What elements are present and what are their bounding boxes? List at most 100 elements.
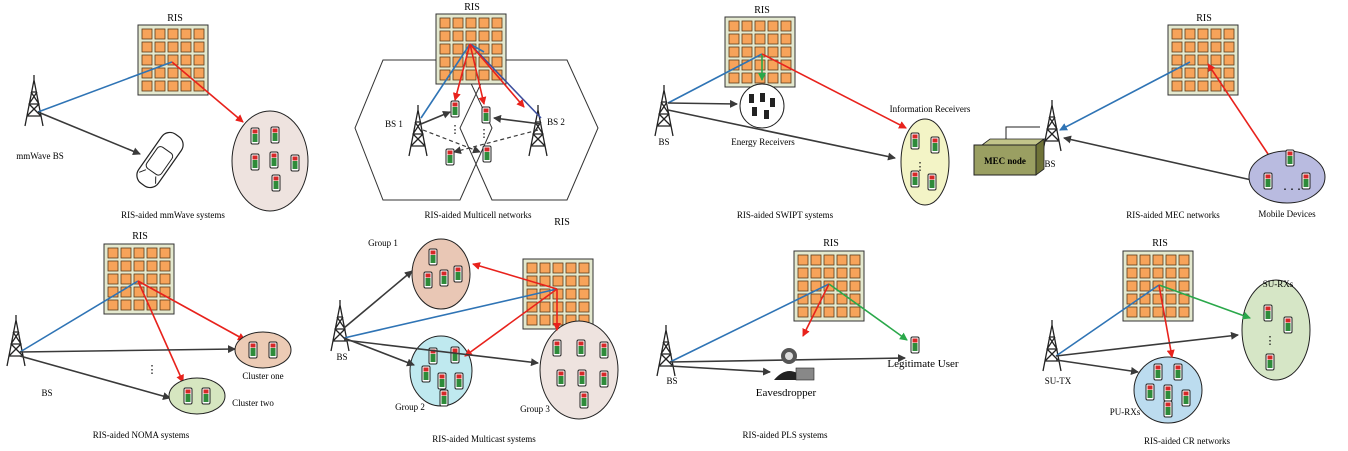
phone-icon (268, 341, 278, 359)
panel-cr: RIS SU-TX ⋮ SU-RXs PU-RXs RIS-aided CR n… (1042, 238, 1311, 446)
user-devices (1263, 149, 1311, 190)
caption: RIS-aided Multicast systems (432, 434, 536, 444)
ris-element (180, 41, 192, 53)
ris-element (552, 314, 564, 326)
ris-element (1197, 28, 1209, 40)
ris-element (478, 56, 490, 68)
caption: RIS-aided CR networks (1144, 436, 1230, 446)
ris-element (167, 41, 179, 53)
phone-icon (910, 170, 920, 188)
ris-element (849, 280, 861, 292)
ris-element (1126, 267, 1138, 279)
ris-element (491, 30, 503, 42)
su-rx-oval (1241, 279, 1311, 381)
legitimate-user-label: Legitimate User (887, 358, 959, 370)
ris-element (1126, 306, 1138, 318)
user-devices (250, 126, 300, 192)
ris-element (836, 306, 848, 318)
ris-element (1223, 80, 1235, 92)
user-devices (1145, 363, 1191, 418)
ris-element (154, 67, 166, 79)
phone-icon (423, 271, 433, 289)
tower-structure (528, 105, 548, 157)
ris-label: RIS (823, 238, 839, 249)
ris-element (1210, 41, 1222, 53)
phone-icon (552, 339, 562, 357)
ris-element (1210, 67, 1222, 79)
ris-element (107, 260, 119, 272)
caption: RIS-aided SWIPT systems (737, 210, 834, 220)
ris-element (491, 17, 503, 29)
phone-icon (454, 372, 464, 390)
ris-element (565, 288, 577, 300)
ris-element (836, 267, 848, 279)
tower-structure (408, 105, 428, 157)
phone-icon (1301, 172, 1311, 190)
ris-element (146, 299, 158, 311)
ris-element (728, 33, 740, 45)
tower-structure (1042, 100, 1062, 152)
ris-panel (137, 24, 209, 96)
ris-element (539, 262, 551, 274)
ris-element (1210, 54, 1222, 66)
ris-element (823, 267, 835, 279)
pu-rx-label: PU-RXs (1110, 407, 1141, 417)
ris-element (1223, 41, 1235, 53)
bs2-tower-icon (528, 105, 548, 157)
caption: RIS-aided MEC networks (1126, 210, 1220, 220)
ris-element (180, 28, 192, 40)
phone-icon (1173, 363, 1183, 381)
panel-multicast: RIS BS Group 1 Group 2 Group 3 RIS-aided… (330, 217, 619, 444)
phone-icon (910, 336, 920, 354)
ris-label: RIS (554, 217, 570, 228)
phone-icon (910, 132, 920, 150)
ris-element (154, 80, 166, 92)
phone-icon (437, 372, 447, 390)
ris-element (159, 299, 171, 311)
phone-icon (930, 136, 940, 154)
bs-label: BS (658, 137, 669, 147)
ris-element (1210, 80, 1222, 92)
panel-multicell: RIS BS 1 BS 2 ⋮ ⋮ RIS-aided Multicell ne… (354, 2, 599, 220)
tower-structure (656, 325, 676, 377)
ris-element (797, 306, 809, 318)
phone-icon (576, 339, 586, 357)
car-icon (136, 131, 184, 189)
phone-icon (439, 269, 449, 287)
ris-element (1223, 54, 1235, 66)
ris-element (193, 54, 205, 66)
bs1-tower-icon (408, 105, 428, 157)
ris-element (120, 299, 132, 311)
ris-element (439, 56, 451, 68)
cluster-two-oval (168, 377, 226, 415)
phone-icon (1163, 400, 1173, 418)
ris-element (478, 30, 490, 42)
ris-element (478, 69, 490, 81)
phone-icon (579, 391, 589, 409)
phone-icon (927, 173, 937, 191)
ris-element (552, 288, 564, 300)
ris-panel (1167, 24, 1239, 96)
panel-mec: RIS BS MEC node . . . Mobile Devices RIS… (973, 13, 1326, 220)
phone-icon (453, 265, 463, 283)
tower-structure (654, 85, 674, 137)
ris-element (1152, 254, 1164, 266)
user-devices (248, 341, 278, 359)
ris-element (141, 28, 153, 40)
panel-mmwave: RIS mmWave BS RIS-aided mmWave systems (16, 13, 309, 220)
tower-structure (1042, 320, 1062, 372)
ris-element (1152, 267, 1164, 279)
ris-element (767, 72, 779, 84)
ellipsis-dots: ⋮ (450, 124, 461, 136)
ellipsis-dots: ⋮ (147, 364, 158, 376)
ris-element (180, 54, 192, 66)
phone-icon (1263, 304, 1273, 322)
ris-element (780, 72, 792, 84)
ris-element (741, 33, 753, 45)
ris-element (146, 273, 158, 285)
ris-element (159, 273, 171, 285)
ris-element (539, 314, 551, 326)
phone-icon (1181, 389, 1191, 407)
g1-label: Group 1 (368, 238, 398, 248)
phone-icon (271, 174, 281, 192)
